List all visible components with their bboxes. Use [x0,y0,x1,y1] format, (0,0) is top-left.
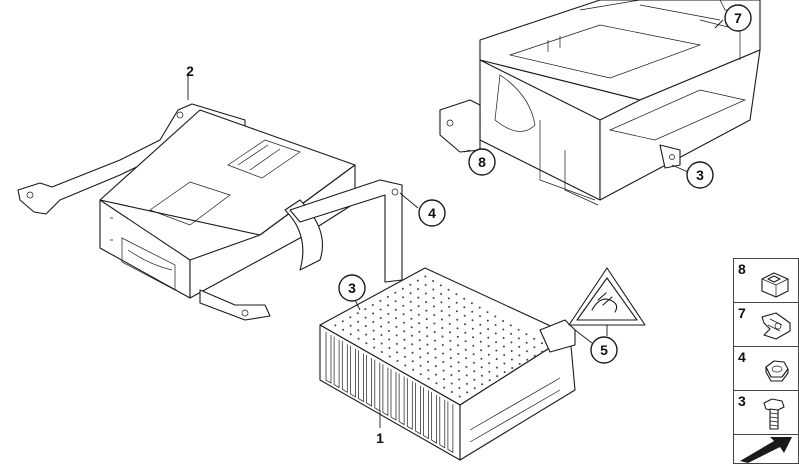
svg-text:4: 4 [428,205,436,221]
carrier-rear [439,0,761,206]
hex-nut-icon [765,360,789,382]
warning-label-part-5 [568,267,646,336]
legend-item-number: 3 [738,393,746,409]
label-part-1: 2 [186,63,194,79]
callout-5: 5 [590,336,618,364]
callout-4: 4 [418,199,446,227]
svg-text:5: 5 [600,342,608,358]
legend-item-clip[interactable]: 8 [733,258,799,302]
hex-bolt-icon [763,398,785,430]
callout-8: 8 [468,148,496,176]
parts-legend: 8 7 4 3 [733,258,799,464]
legend-item-hex-nut[interactable]: 4 [733,346,799,390]
callout-7: 7 [724,4,752,32]
legend-item-number: 4 [738,349,746,365]
legend-item-spring-nut[interactable]: 7 [733,302,799,346]
svg-text:3: 3 [348,280,356,296]
svg-text:7: 7 [734,10,742,26]
bracket-part-2 [17,103,403,321]
legend-item-number: 7 [738,305,746,321]
leader-lines [187,19,724,428]
arrow-icon [740,437,792,463]
spring-nut-icon [761,312,791,340]
callout-3-carrier: 3 [686,161,714,189]
callout-3-amplifier: 3 [338,274,366,302]
svg-text:8: 8 [478,154,486,170]
amplifier-part-1 [319,267,576,461]
legend-footer[interactable] [733,434,799,464]
clip-icon [761,272,789,298]
label-part-2: 1 [376,430,384,446]
legend-item-number: 8 [738,261,746,277]
legend-item-hex-bolt[interactable]: 3 [733,390,799,434]
svg-text:3: 3 [696,167,704,183]
